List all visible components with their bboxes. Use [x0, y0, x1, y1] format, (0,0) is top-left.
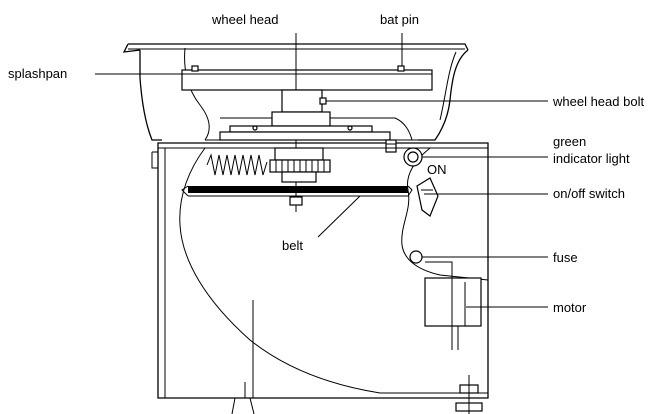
belt — [181, 185, 413, 197]
label-on-off-switch: on/off switch — [553, 186, 625, 201]
bat-pin-left — [191, 65, 199, 72]
label-bat-pin: bat pin — [380, 12, 419, 27]
cabinet-body — [151, 142, 489, 399]
on-off-switch: ON — [416, 162, 447, 217]
label-indicator-light: indicator light — [553, 151, 630, 166]
pulley — [269, 147, 331, 206]
label-wheel-head-bolt: wheel head bolt — [552, 94, 644, 109]
motor — [424, 261, 482, 350]
label-green: green — [553, 134, 586, 149]
bat-pin-right — [397, 65, 405, 72]
label-splashpan: splashpan — [8, 66, 67, 81]
fuse — [409, 250, 423, 264]
wheel-head-bolt-part — [319, 97, 327, 105]
label-motor: motor — [553, 300, 587, 315]
label-fuse: fuse — [553, 250, 578, 265]
leg-right-bolt — [455, 375, 483, 414]
switch-mark: ON — [427, 162, 447, 177]
leg-left — [231, 397, 255, 414]
label-belt: belt — [282, 238, 303, 253]
leader-lines — [95, 33, 548, 308]
wheel-hub — [219, 89, 391, 141]
spring — [206, 153, 268, 176]
label-wheel-head: wheel head — [211, 12, 279, 27]
green-indicator-light — [385, 139, 423, 167]
splashpan — [122, 43, 469, 141]
